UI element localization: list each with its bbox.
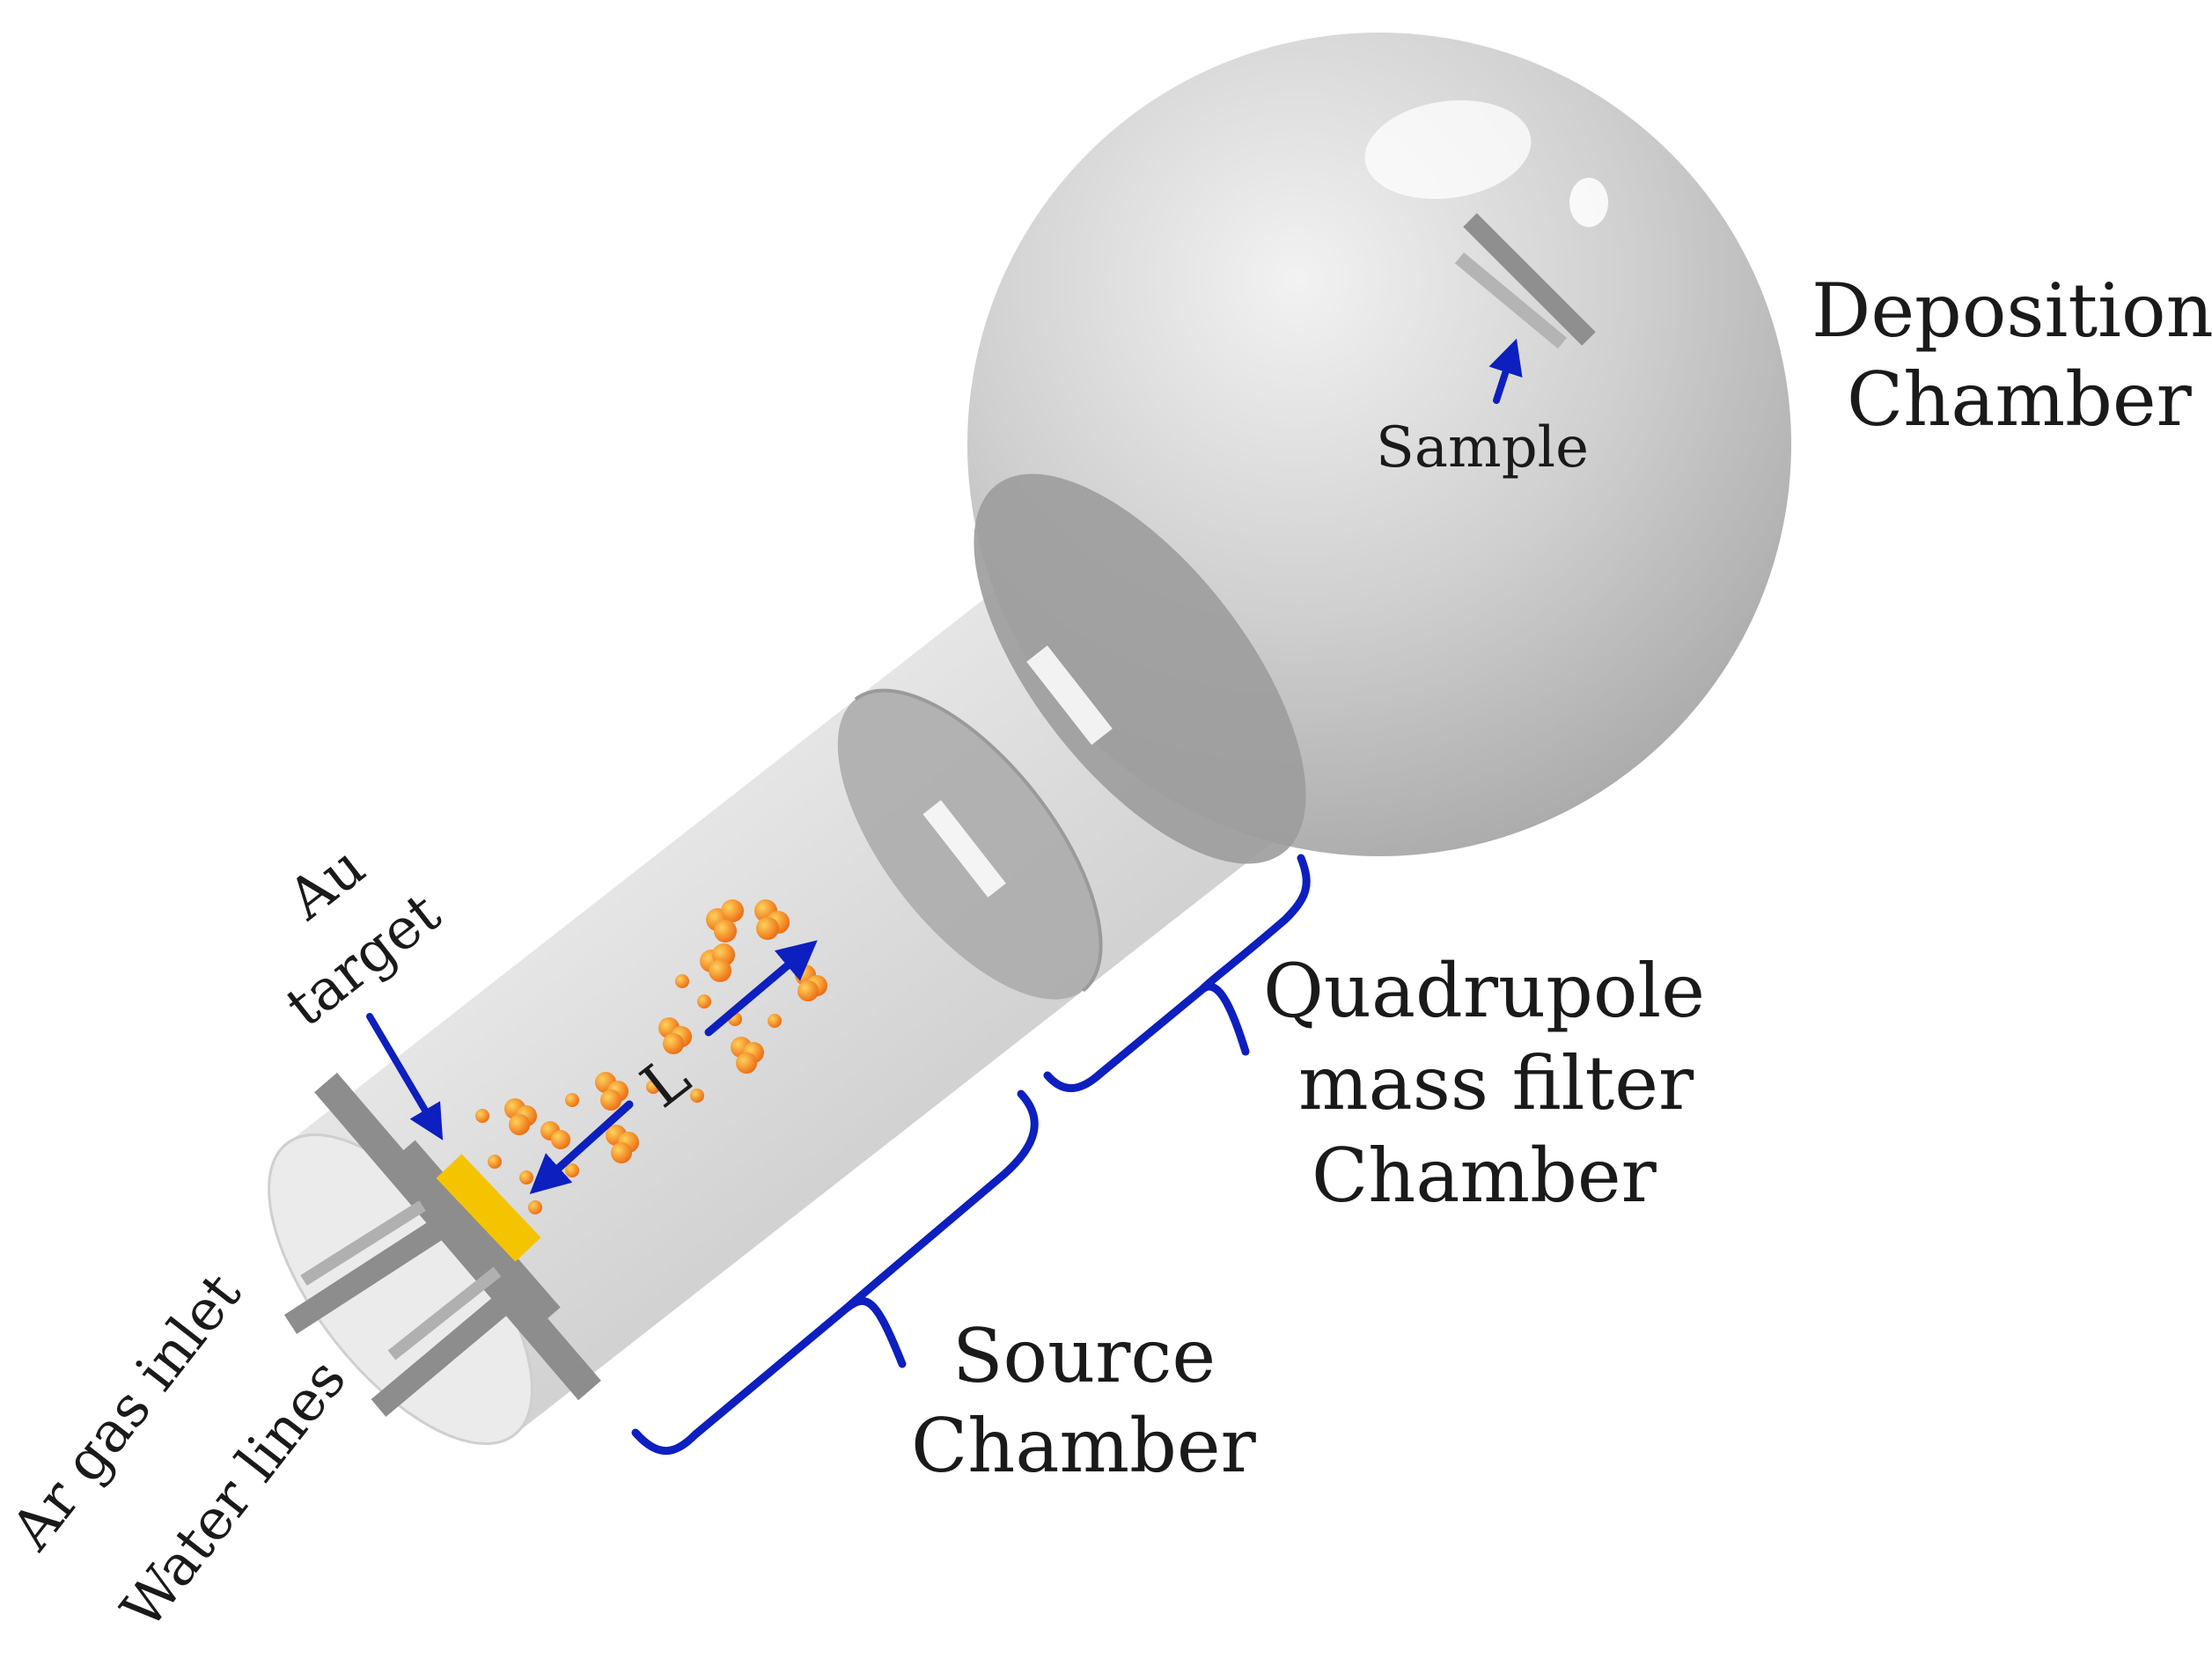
cluster-8 [504,1098,537,1135]
sphere-highlight-small [1569,178,1608,227]
sample-label: Sample [1376,415,1589,480]
quadrupole-label-2: mass filter [1298,1040,1694,1126]
target-flange [283,1072,601,1417]
sample-arrow [1488,338,1523,404]
cluster-1 [706,899,744,943]
sphere-highlight [1364,99,1532,200]
length-arrow-down [529,1100,634,1195]
deposition-chamber-label-1: Deposition [1811,268,2212,354]
source-chamber-label-2: Chamber [911,1403,1257,1489]
quadrupole-label-3: Chamber [1312,1133,1657,1219]
cluster-9 [606,1125,639,1163]
cluster-5 [658,1017,692,1054]
ar-gas-inlet-pipe [283,1218,447,1334]
au-target-arrow [366,1013,444,1141]
deposition-sphere [967,33,1791,864]
deposition-chamber-label-2: Chamber [1847,356,2193,443]
au-target [436,1154,541,1262]
sample-plate [1454,213,1596,349]
aperture-slit-2 [1026,645,1113,745]
au-target-label-1: Au [276,834,377,934]
cluster-6 [731,1037,764,1074]
quadrupole-brace [1043,854,1311,1093]
quadrupole-label-1: Quadrupole [1263,948,1705,1034]
source-chamber-label-1: Source [952,1313,1216,1399]
cluster-7 [595,1072,628,1111]
water-lines-pipe [371,1285,523,1417]
source-chamber-brace [631,1089,1039,1455]
cluster-10 [540,1121,570,1149]
cluster-2 [754,899,790,940]
sphere-opening [974,473,1306,864]
aperture-slit-1 [922,800,1006,898]
cluster-3 [700,943,735,982]
length-arrow-up [704,940,818,1037]
